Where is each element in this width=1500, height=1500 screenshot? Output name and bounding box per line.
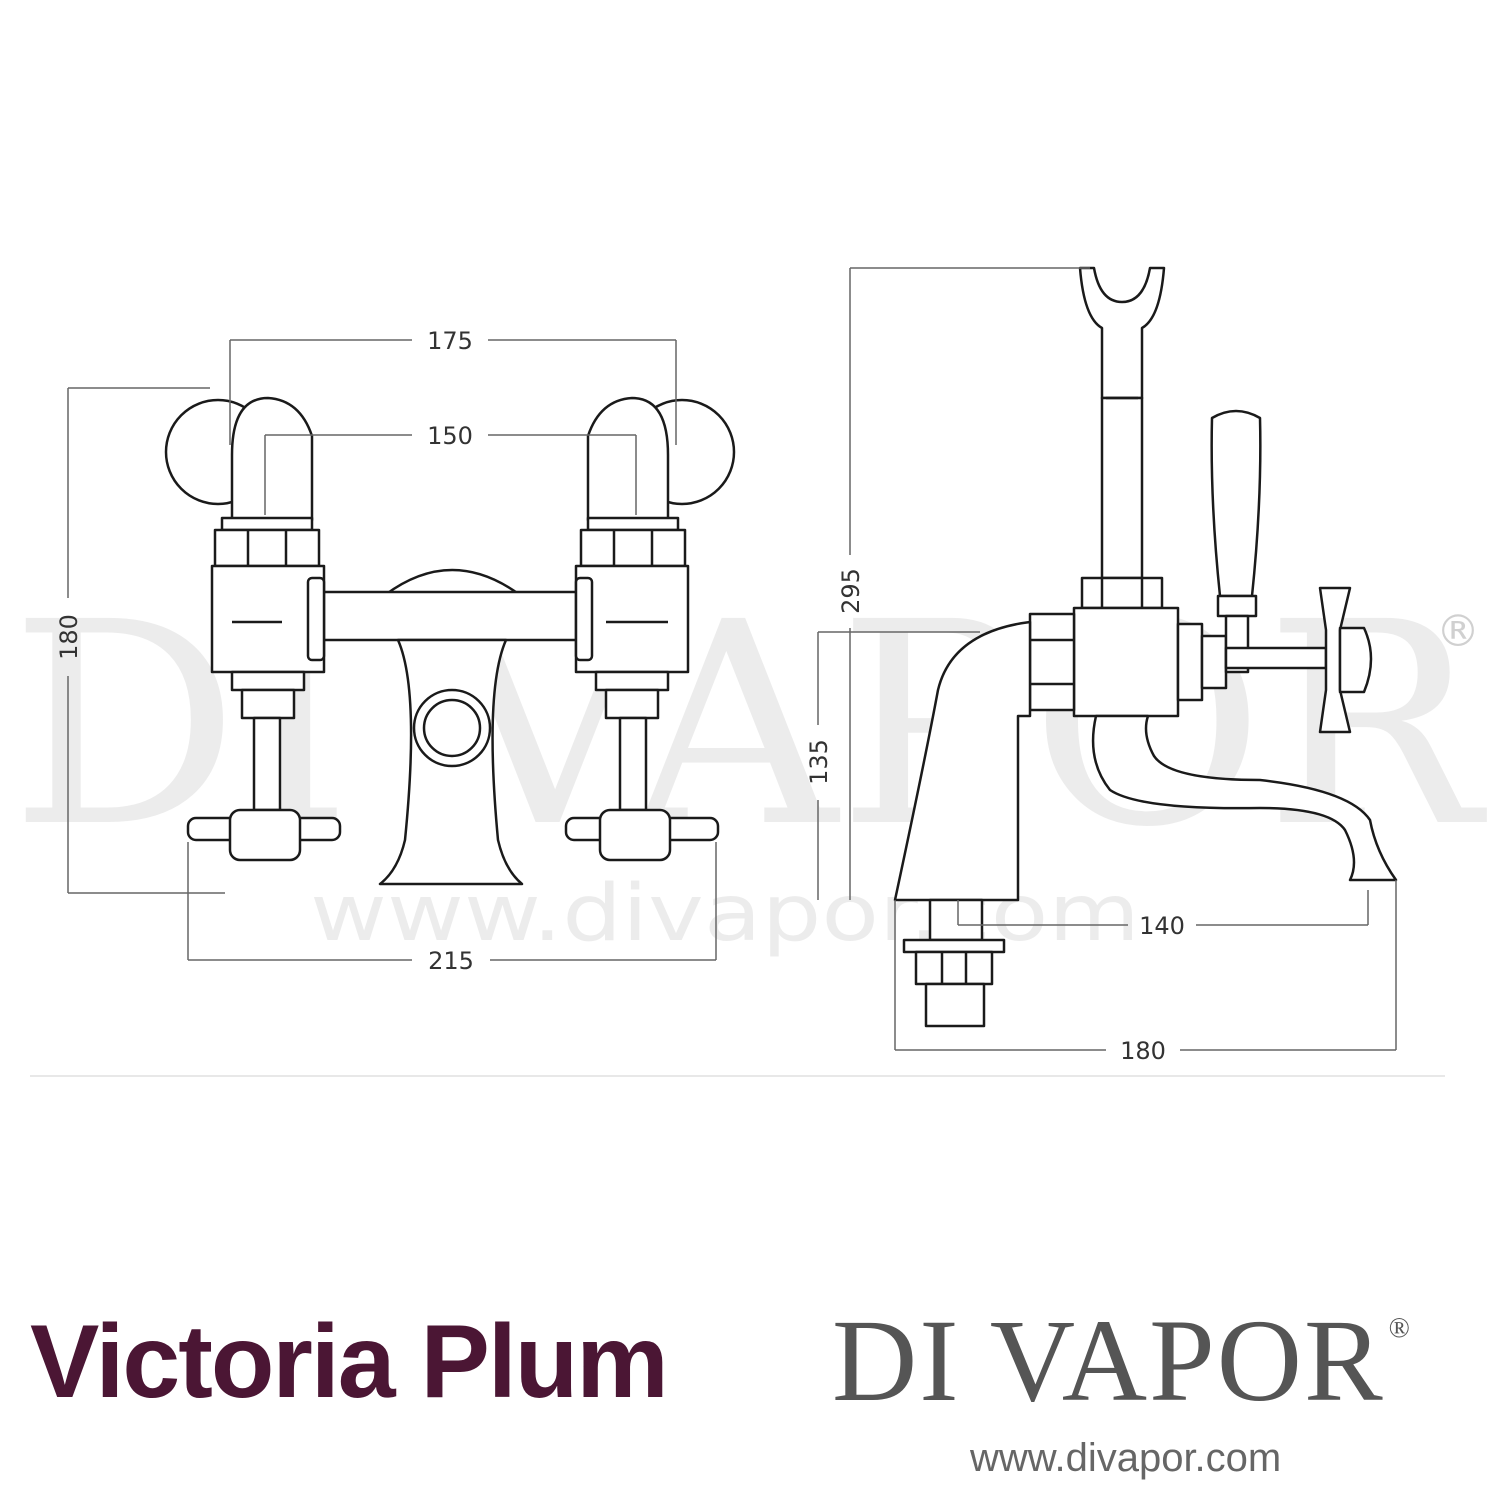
divapor-logo: DI VAPOR® — [832, 1296, 1412, 1426]
front-right-hex-nut — [579, 528, 687, 568]
front-view: 175 150 180 215 — [55, 327, 736, 975]
front-bridge-right-cap — [574, 576, 594, 662]
front-right-lever-arm — [586, 396, 670, 522]
front-bridge-dome — [383, 568, 522, 597]
side-view: 295 135 140 180 — [805, 266, 1398, 1065]
front-left-lever-arm — [230, 396, 314, 522]
dim-side-total-depth: 180 — [1120, 1037, 1166, 1065]
side-shower-riser — [1100, 396, 1144, 580]
front-left-valve — [164, 396, 342, 862]
front-right-stem — [618, 716, 648, 812]
side-valve-nut — [1028, 612, 1076, 712]
front-left-valve-body — [210, 564, 326, 674]
front-bridge-bar — [322, 590, 578, 642]
side-valve-collar — [1176, 622, 1204, 702]
watermark-registered: ® — [1436, 606, 1480, 657]
side-valve-shank — [1200, 634, 1228, 690]
front-left-collar — [230, 670, 306, 692]
front-dimensions: 175 150 180 215 — [55, 327, 717, 975]
side-diverter-collar — [1216, 594, 1258, 618]
dim-side-spout-height: 135 — [805, 739, 833, 785]
dim-side-total-height: 295 — [837, 568, 865, 614]
side-cross-handle — [1318, 586, 1352, 734]
front-right-cross-hub — [598, 808, 672, 862]
front-right-valve-body — [574, 564, 690, 674]
side-diverter-handle — [1210, 409, 1262, 598]
side-riser-nut — [1080, 576, 1164, 610]
side-spout-column — [893, 620, 1032, 902]
front-outlet-inner — [422, 698, 482, 758]
side-shower-cradle — [1078, 266, 1166, 400]
front-right-valve — [564, 396, 736, 862]
front-bridge-left-cap — [306, 576, 326, 662]
divapor-registered-mark: ® — [1388, 1313, 1412, 1344]
side-valve-body — [1072, 606, 1180, 718]
front-left-cross-hub — [228, 808, 302, 862]
side-spindle — [1224, 646, 1328, 670]
dim-front-base-width: 215 — [428, 947, 474, 975]
dim-front-center-width: 150 — [427, 422, 473, 450]
front-right-nut-top — [586, 516, 680, 532]
side-inlet-nut — [914, 950, 994, 986]
side-inlet-pipe — [924, 982, 986, 1028]
front-left-hex-nut — [213, 528, 321, 568]
front-left-nut-top — [220, 516, 314, 532]
front-right-collar — [594, 670, 670, 692]
side-dimensions: 295 135 140 180 — [805, 267, 1397, 1065]
divapor-url[interactable]: www.divapor.com — [970, 1436, 1282, 1480]
dim-side-spout-reach: 140 — [1139, 912, 1185, 940]
front-left-shank — [240, 688, 296, 720]
dim-front-height: 180 — [55, 614, 83, 660]
side-inlet-washer — [902, 938, 1006, 954]
dim-front-top-width: 175 — [427, 327, 473, 355]
side-inlet-tail — [928, 898, 984, 942]
front-left-stem — [252, 716, 282, 812]
side-cross-hub — [1338, 626, 1373, 694]
front-right-shank — [604, 688, 660, 720]
victoria-plum-logo: Victoria Plum — [30, 1304, 669, 1420]
divapor-logo-text: DI VAPOR — [832, 1295, 1385, 1426]
